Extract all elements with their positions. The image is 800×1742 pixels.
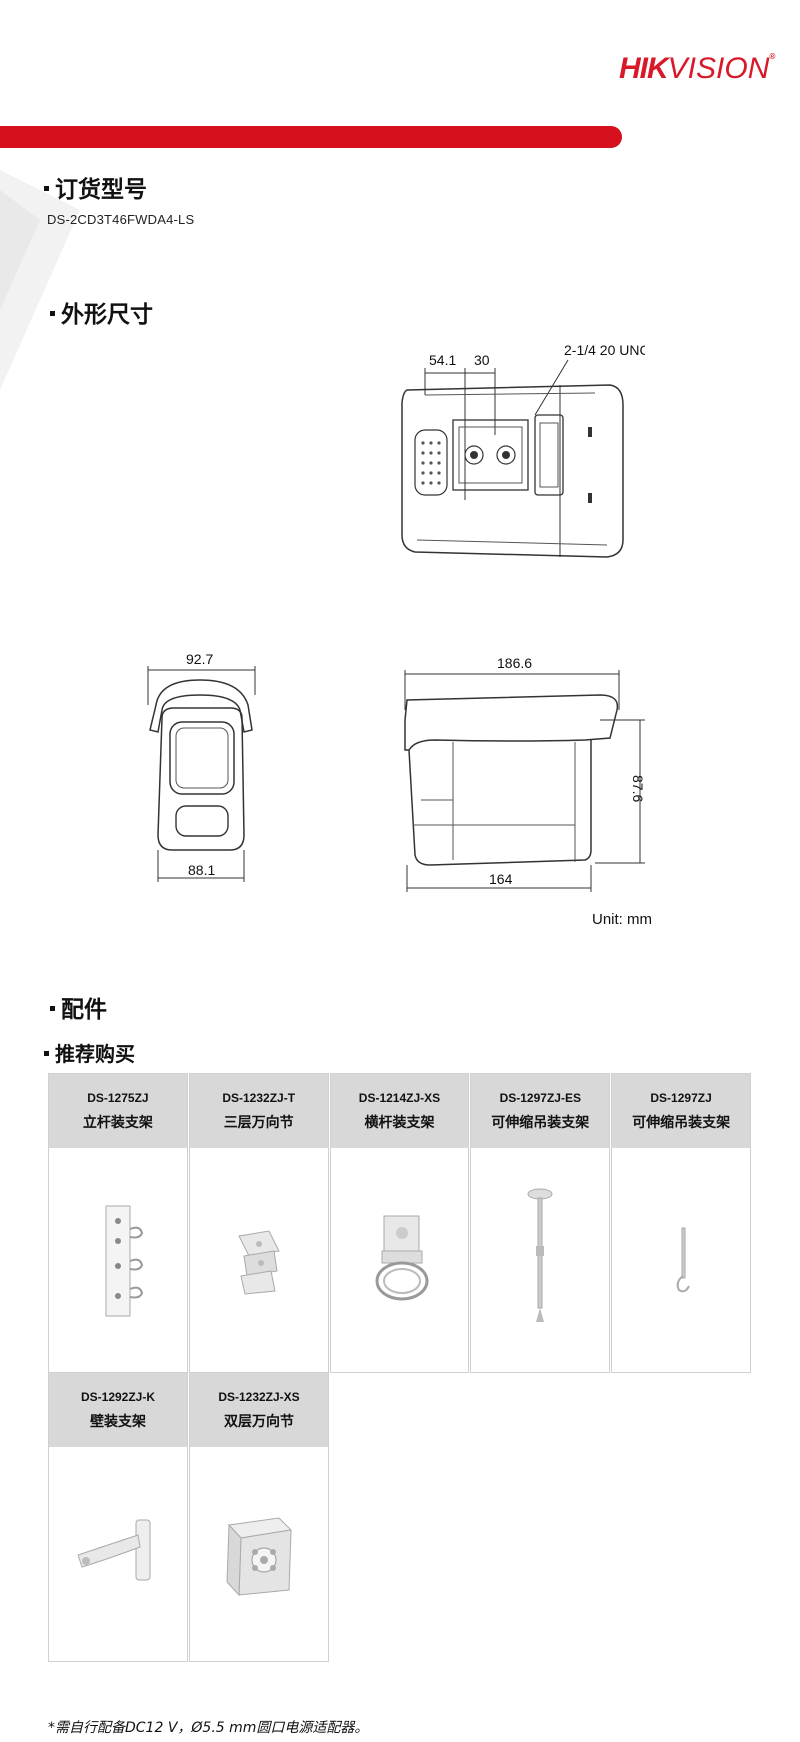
camera-front-view-drawing: 92.7 88.1	[147, 651, 256, 882]
dim-164: 164	[489, 871, 513, 887]
accessory-code: DS-1292ZJ-K	[80, 1390, 156, 1404]
accessory-card-header: DS-1297ZJ-ES 可伸缩吊装支架	[471, 1074, 610, 1148]
accessory-card-header: DS-1232ZJ-XS 双层万向节	[190, 1373, 328, 1447]
accessory-name: 三层万向节	[223, 1115, 294, 1131]
two-layer-universal-joint-icon	[190, 1447, 328, 1663]
pole-mount-bracket-icon	[49, 1148, 187, 1374]
accessory-card[interactable]: DS-1297ZJ-ES 可伸缩吊装支架	[470, 1073, 611, 1374]
header-red-bar	[0, 126, 622, 148]
order-model-value: DS-2CD3T46FWDA4-LS	[47, 212, 195, 227]
logo-part2: VISION	[667, 52, 770, 85]
logo-trademark: ®	[769, 52, 775, 61]
recommended-title: 推荐购买	[44, 1038, 135, 1067]
telescopic-pendant-bracket-small-icon	[612, 1148, 750, 1374]
accessory-code: DS-1297ZJ	[650, 1091, 712, 1105]
camera-side-view-drawing: 186.6 87.6 164	[404, 655, 646, 892]
accessory-name: 壁装支架	[90, 1414, 146, 1430]
camera-bottom-view-drawing: 54.1 30 2-1/4 20 UNC	[401, 342, 645, 558]
accessory-card-header: DS-1292ZJ-K 壁装支架	[49, 1373, 187, 1447]
accessory-card[interactable]: DS-1214ZJ-XS 横杆装支架	[329, 1073, 470, 1374]
dim-88-1: 88.1	[188, 862, 215, 878]
accessory-card-header: DS-1297ZJ 可伸缩吊装支架	[612, 1074, 750, 1148]
hikvision-logo: HIKVISION®	[619, 52, 775, 86]
accessory-card-header: DS-1232ZJ-T 三层万向节	[189, 1074, 328, 1148]
accessory-card-header: DS-1275ZJ 立杆装支架	[49, 1074, 187, 1148]
accessory-name: 可伸缩吊装支架	[632, 1115, 731, 1131]
dim-thread: 2-1/4 20 UNC	[564, 342, 645, 358]
power-adapter-note: *需自行配备DC12 V，Ø5.5 mm圆口电源适配器。	[48, 1720, 369, 1736]
accessory-card-header: DS-1214ZJ-XS 横杆装支架	[330, 1074, 469, 1148]
accessory-grid: DS-1275ZJ 立杆装支架 DS-1232ZJ-T 三层万向节	[48, 1073, 752, 1662]
accessory-card[interactable]: DS-1297ZJ 可伸缩吊装支架	[611, 1073, 751, 1373]
dim-92-7: 92.7	[186, 651, 213, 667]
accessories-title: 配件	[50, 990, 107, 1024]
accessory-code: DS-1232ZJ-XS	[218, 1390, 300, 1404]
dim-54-1: 54.1	[429, 352, 456, 368]
accessory-name: 横杆装支架	[364, 1115, 435, 1131]
accessory-code: DS-1297ZJ-ES	[499, 1091, 581, 1105]
order-model-title: 订货型号	[44, 170, 147, 204]
accessory-card[interactable]: DS-1232ZJ-XS 双层万向节	[189, 1372, 329, 1662]
three-layer-universal-joint-icon	[190, 1148, 328, 1374]
accessory-card[interactable]: DS-1232ZJ-T 三层万向节	[188, 1073, 329, 1374]
accessory-code: DS-1275ZJ	[87, 1091, 149, 1105]
accessory-code: DS-1214ZJ-XS	[358, 1091, 441, 1105]
dim-30: 30	[474, 352, 490, 368]
accessory-name: 双层万向节	[224, 1414, 294, 1430]
logo-part1: HIK	[619, 52, 669, 85]
accessory-name: 可伸缩吊装支架	[491, 1115, 590, 1131]
accessory-row-2: DS-1292ZJ-K 壁装支架 DS-1232ZJ-XS 双层万向节	[48, 1372, 752, 1662]
telescopic-pendant-bracket-icon	[471, 1148, 609, 1374]
accessory-card[interactable]: DS-1292ZJ-K 壁装支架	[48, 1372, 188, 1662]
decorative-background-shape	[0, 170, 80, 390]
accessory-row-1: DS-1275ZJ 立杆装支架 DS-1232ZJ-T 三层万向节	[48, 1073, 752, 1373]
accessory-name: 立杆装支架	[82, 1115, 153, 1131]
dim-186-6: 186.6	[497, 655, 532, 671]
accessory-card[interactable]: DS-1275ZJ 立杆装支架	[48, 1073, 188, 1373]
unit-label: Unit: mm	[592, 911, 652, 928]
dim-87-6: 87.6	[630, 775, 646, 802]
dimensions-title: 外形尺寸	[50, 295, 153, 329]
horizontal-pole-bracket-icon	[331, 1148, 469, 1374]
accessory-code: DS-1232ZJ-T	[222, 1091, 296, 1105]
wall-mount-bracket-icon	[49, 1447, 187, 1663]
